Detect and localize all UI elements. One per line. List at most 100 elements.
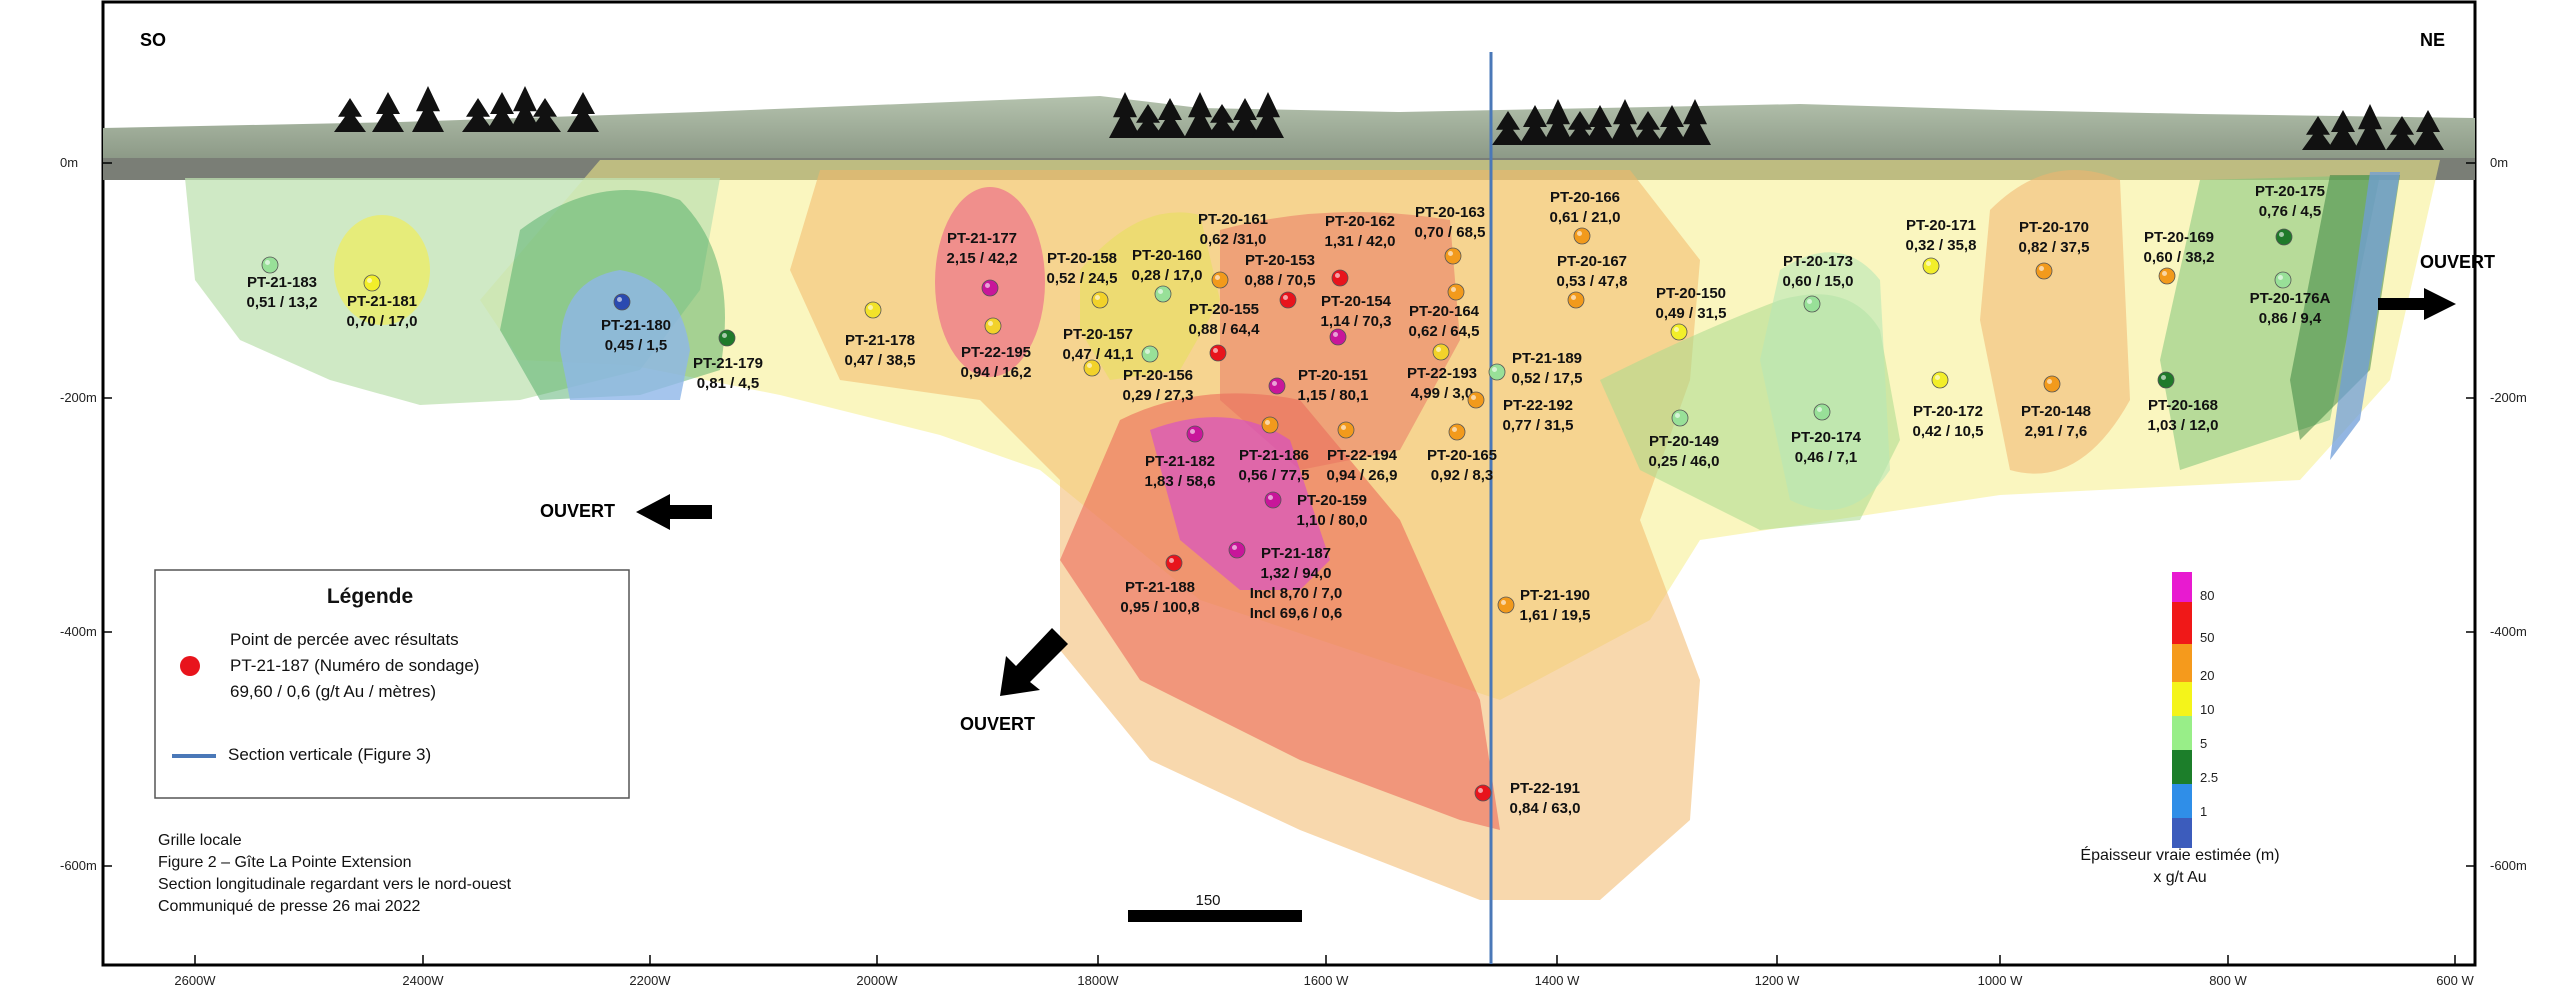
- drill-hole-result: 0,62 /31,0: [1200, 231, 1267, 248]
- color-scale-title-1: Épaisseur vraie estimée (m): [2080, 845, 2279, 864]
- corner-label-ne: NE: [2420, 30, 2445, 50]
- color-scale-label: 20: [2200, 668, 2214, 683]
- drill-hole-marker-highlight: [2047, 379, 2052, 384]
- drill-hole-result: 0,86 / 9,4: [2259, 310, 2322, 327]
- drill-hole-marker: [1165, 554, 1183, 572]
- tree-icon: [1632, 111, 1664, 145]
- drill-hole-marker: [1432, 343, 1450, 361]
- drill-hole-id: PT-20-175: [2255, 183, 2325, 200]
- drill-hole-marker: [1186, 425, 1204, 443]
- drill-hole-marker: [2043, 375, 2061, 393]
- drill-hole-id: PT-20-150: [1656, 285, 1726, 302]
- drill-hole-marker: [1448, 423, 1466, 441]
- drill-hole-result: 0,60 / 38,2: [2144, 249, 2215, 266]
- drill-hole-marker: [1467, 391, 1485, 409]
- drill-hole-result: 0,46 / 7,1: [1795, 449, 1858, 466]
- drill-hole-marker-highlight: [1283, 295, 1288, 300]
- color-scale: Épaisseur vraie estimée (m) x g/t Au 805…: [2080, 572, 2280, 886]
- drill-hole-marker: [1141, 345, 1159, 363]
- drill-hole-pt-20-166: PT-20-166 0,61 / 21,0: [1550, 189, 1621, 245]
- drill-hole-marker-highlight: [1478, 788, 1483, 793]
- drill-hole-id: PT-20-165: [1427, 447, 1497, 464]
- drill-hole-result: 4,99 / 3,0: [1411, 385, 1474, 402]
- tree-icon: [567, 92, 599, 132]
- color-scale-band: [2172, 716, 2192, 750]
- color-scale-band: [2172, 818, 2192, 848]
- tree-icon: [2386, 116, 2418, 150]
- color-scale-band: [2172, 750, 2192, 784]
- drill-hole-id: PT-20-155: [1189, 301, 1259, 318]
- drill-hole-result: 0,92 / 8,3: [1431, 467, 1494, 484]
- drill-hole-id: PT-20-159: [1297, 492, 1367, 509]
- color-scale-label: 80: [2200, 588, 2214, 603]
- drill-hole-marker-highlight: [985, 283, 990, 288]
- drill-hole-marker-highlight: [1213, 348, 1218, 353]
- color-scale-label: 50: [2200, 630, 2214, 645]
- drill-hole-result: 0,61 / 21,0: [1550, 209, 1621, 226]
- drill-hole-marker-highlight: [1675, 413, 1680, 418]
- depth-label-right: 0m: [2490, 155, 2508, 170]
- drill-hole-result: 0,51 / 13,2: [247, 294, 318, 311]
- open-label-east: OUVERT: [2420, 252, 2495, 272]
- tree-icon: [462, 98, 494, 132]
- drill-hole-marker-highlight: [1087, 363, 1092, 368]
- drill-hole-result: 0,94 / 16,2: [961, 364, 1032, 381]
- drill-hole-id: PT-21-189: [1512, 350, 1582, 367]
- drill-hole-result: 0,47 / 38,5: [845, 352, 916, 369]
- drill-hole-marker: [1091, 291, 1109, 309]
- drill-hole-pt-21-178: PT-21-178 0,47 / 38,5: [845, 301, 916, 369]
- envelope-yellow-181: [334, 215, 430, 325]
- drill-hole-marker: [984, 317, 1002, 335]
- drill-hole-marker-highlight: [2039, 266, 2044, 271]
- drill-hole-id: PT-21-180: [601, 317, 671, 334]
- drill-hole-marker: [1444, 247, 1462, 265]
- drill-hole-marker: [1331, 269, 1349, 287]
- legend-title: Légende: [327, 585, 413, 608]
- drill-hole-id: PT-20-166: [1550, 189, 1620, 206]
- drill-hole-id: PT-20-173: [1783, 253, 1853, 270]
- drill-hole-result: 1,14 / 70,3: [1321, 313, 1392, 330]
- x-tick-label: 1600 W: [1304, 973, 1350, 988]
- drill-hole-marker: [1268, 377, 1286, 395]
- drill-hole-pt-20-175: PT-20-175 0,76 / 4,5: [2255, 183, 2325, 246]
- legend-line-2: PT-21-187 (Numéro de sondage): [230, 656, 479, 675]
- color-scale-band: [2172, 644, 2192, 682]
- tree-icon: [2412, 110, 2444, 150]
- envelope-orange-east: [1980, 170, 2130, 474]
- drill-hole-result: 0,76 / 4,5: [2259, 203, 2322, 220]
- drill-hole-result: 0,94 / 26,9: [1327, 467, 1398, 484]
- drill-hole-marker-highlight: [2278, 275, 2283, 280]
- drill-hole-id: PT-20-167: [1557, 253, 1627, 270]
- drill-hole-id: PT-21-178: [845, 332, 915, 349]
- drill-hole-marker-highlight: [1272, 381, 1277, 386]
- drill-hole-marker: [363, 274, 381, 292]
- drill-hole-result: 0,49 / 31,5: [1656, 305, 1727, 322]
- color-scale-band: [2172, 602, 2192, 644]
- drill-hole-id: PT-22-193: [1407, 365, 1477, 382]
- drill-hole-id: PT-20-163: [1415, 204, 1485, 221]
- legend-section-label: Section verticale (Figure 3): [228, 745, 431, 764]
- tree-icon: [486, 92, 518, 132]
- drill-hole-id: PT-21-181: [347, 293, 417, 310]
- tree-icon: [1206, 104, 1238, 138]
- drill-hole-marker: [1573, 227, 1591, 245]
- caption-line-3: Section longitudinale regardant vers le …: [158, 876, 512, 893]
- drill-hole-marker-highlight: [367, 278, 372, 283]
- arrow-southwest-icon: [1000, 628, 1068, 696]
- drill-hole-marker-highlight: [1817, 407, 1822, 412]
- drill-hole-marker: [1922, 257, 1940, 275]
